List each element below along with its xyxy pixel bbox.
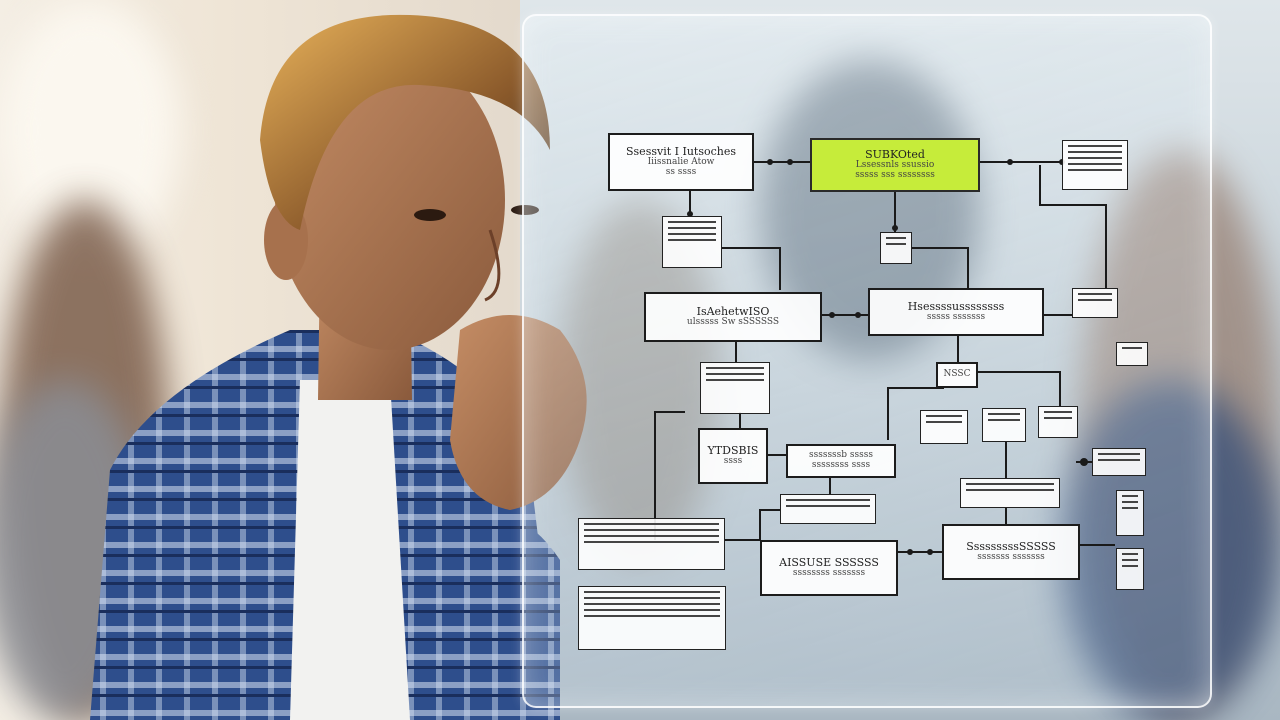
- flow-node-doc-top-right[interactable]: [1062, 140, 1128, 190]
- flow-node-small-7[interactable]: [982, 408, 1026, 442]
- flow-node-line: SssssssssSSSSS: [966, 540, 1056, 553]
- flow-node-top-left[interactable]: Ssessvit I Iutsoches Iiissnalie Atow ss …: [608, 133, 754, 191]
- background-coworker-man-shirt: [1060, 380, 1280, 720]
- flow-node-line: ssssssss ssss: [811, 460, 871, 470]
- flow-node-small-1[interactable]: [662, 216, 722, 268]
- flow-node-middle-left[interactable]: IsAehetwISO ulsssss Sw sSSSSSS: [644, 292, 822, 342]
- flow-node-middle-right[interactable]: Hsessssussssssss sssss sssssss: [868, 288, 1044, 336]
- flow-node-line: sssss sssssss: [926, 312, 986, 323]
- flow-node-line: Iiissnalie Atow: [647, 157, 715, 168]
- flow-node-small-3[interactable]: [1072, 288, 1118, 318]
- flow-node-small-10[interactable]: [960, 478, 1060, 508]
- flow-node-line: AISSUSE SSSSSS: [779, 556, 879, 569]
- flow-node-line: ssss: [723, 456, 743, 467]
- flow-node-bottom-left-1[interactable]: [578, 518, 725, 570]
- flow-node-line: Hsessssussssssss: [907, 300, 1005, 313]
- flow-node-line: sssss sss ssssssss: [855, 170, 935, 181]
- flow-node-line: sssssssb sssss: [808, 450, 874, 461]
- flow-node-line: IsAehetwISO: [696, 305, 770, 318]
- flow-node-bottom-right[interactable]: SssssssssSSSSS sssssss sssssss: [942, 524, 1080, 580]
- flow-node-line: YTDSBIS: [707, 444, 759, 457]
- flow-node-line: Ssessvit I Iutsoches: [626, 145, 736, 159]
- flow-node-line: sssssss sssssss: [977, 552, 1045, 563]
- flow-node-small-5[interactable]: [700, 362, 770, 414]
- flow-node-small-8[interactable]: [1038, 406, 1078, 438]
- flow-node-bottom-left-2[interactable]: [578, 586, 726, 650]
- flow-node-line: ss ssss: [665, 167, 697, 178]
- flow-node-small-2[interactable]: [880, 232, 912, 264]
- flow-node-doc-right[interactable]: [1116, 490, 1144, 536]
- flow-node-doc-bottom-right[interactable]: [1116, 548, 1144, 590]
- flow-node-small-6[interactable]: [920, 410, 968, 444]
- flow-node-ytdsbis[interactable]: YTDSBIS ssss: [698, 428, 768, 484]
- young-man-thinking: [90, 14, 587, 720]
- flow-node-nssc[interactable]: NSSC: [936, 362, 978, 388]
- flow-node-center[interactable]: sssssssb sssss ssssssss ssss: [786, 444, 896, 478]
- flow-node-line: Lssessnls ssussio: [855, 160, 935, 171]
- flow-node-highlighted[interactable]: SUBKOted Lssessnls ssussio sssss sss sss…: [810, 138, 980, 192]
- flow-node-line: ulsssss Sw sSSSSSS: [686, 317, 780, 328]
- flow-node-small-9[interactable]: [1092, 448, 1146, 476]
- flow-node-small-4[interactable]: [1116, 342, 1148, 366]
- flow-node-small-11[interactable]: [780, 494, 876, 524]
- flow-node-line: NSSC: [943, 369, 971, 380]
- flow-node-line: SUBKOted: [865, 148, 925, 162]
- flow-node-bottom-center[interactable]: AISSUSE SSSSSS ssssssss sssssss: [760, 540, 898, 596]
- flow-node-line: ssssssss sssssss: [792, 568, 866, 579]
